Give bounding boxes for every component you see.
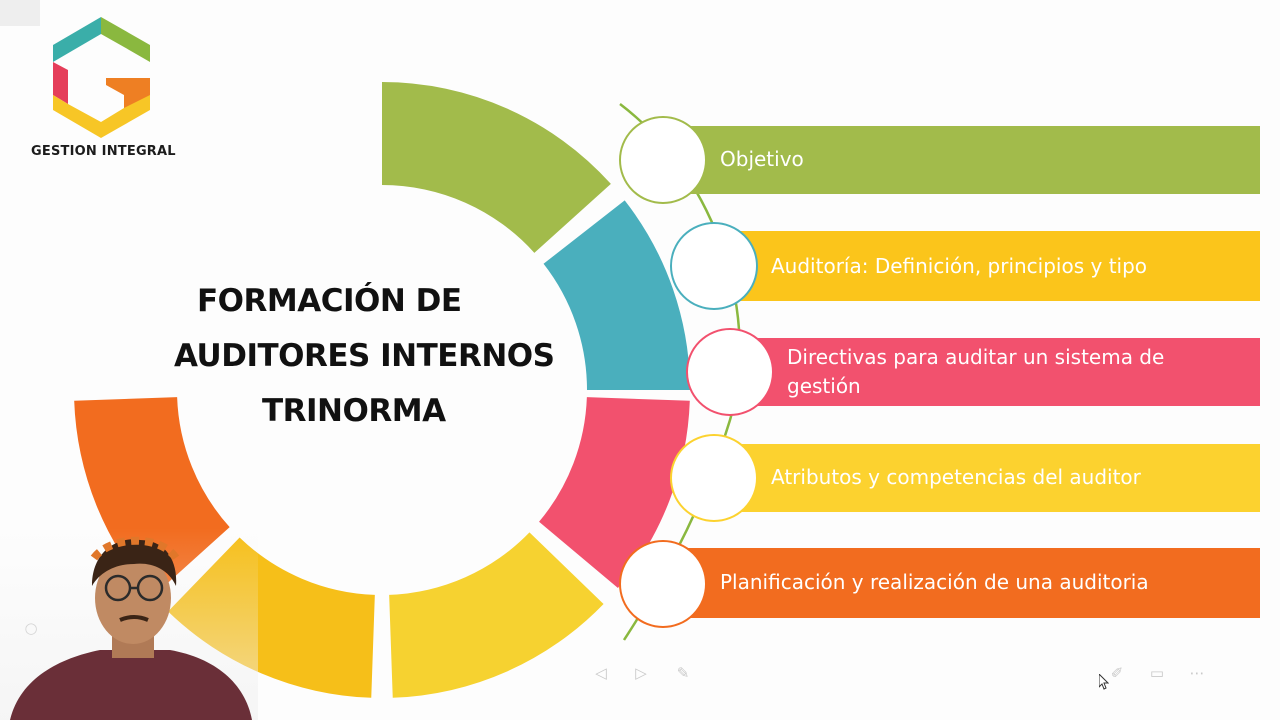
gestion-integral-logo-icon — [53, 17, 150, 138]
ring-segment-teal — [543, 200, 690, 390]
pen-tool-icon[interactable]: ✐ — [1110, 664, 1124, 682]
display-settings-icon[interactable]: ▭ — [1149, 664, 1165, 682]
logo-piece-teal — [53, 17, 101, 62]
logo-piece-orange — [106, 78, 150, 108]
more-options-icon[interactable]: ⋯ — [1189, 664, 1205, 682]
pen-icon[interactable]: ✎ — [676, 664, 690, 682]
logo-piece-green — [101, 17, 150, 62]
mouse-cursor-icon — [1099, 674, 1109, 690]
agenda-bar-atributos — [740, 444, 1260, 512]
agenda-item-directivas-line-1: Directivas para auditar un sistema de — [787, 345, 1165, 369]
title-line-1: FORMACIÓN DE — [197, 283, 462, 319]
logo-piece-yellow — [53, 95, 101, 138]
agenda-bar-objetivo — [688, 126, 1260, 194]
presenter-avatar — [10, 536, 252, 720]
prev-slide-icon[interactable]: ◁ — [595, 664, 607, 682]
agenda-bar-auditoria — [740, 231, 1260, 301]
agenda-circle-directivas — [686, 328, 774, 416]
agenda-item-objetivo: Objetivo — [720, 147, 804, 171]
ring-segment-pink — [539, 397, 690, 588]
agenda-circle-planificacion — [619, 540, 707, 628]
title-line-3: TRINORMA — [262, 393, 446, 429]
agenda-bar-planificacion — [688, 548, 1260, 618]
agenda-item-auditoria: Auditoría: Definición, principios y tipo — [771, 254, 1148, 278]
webcam-overlay — [0, 528, 258, 720]
ring-segment-green — [382, 82, 611, 253]
agenda-circle-objetivo — [619, 116, 707, 204]
logo-piece-red — [53, 62, 68, 104]
ring-segment-yellow — [389, 532, 604, 698]
agenda-item-atributos: Atributos y competencias del auditor — [771, 465, 1141, 489]
agenda-item-directivas-line-2: gestión — [787, 374, 861, 398]
title-line-2: AUDITORES INTERNOS — [174, 338, 555, 374]
agenda-circle-atributos — [670, 434, 758, 522]
agenda-item-directivas: Directivas para auditar un sistema de ge… — [787, 343, 1164, 401]
window-corner-tab[interactable] — [0, 0, 40, 26]
agenda-bar-directivas — [756, 338, 1260, 406]
logo-text: GESTION INTEGRAL — [31, 144, 176, 159]
agenda-circle-auditoria — [670, 222, 758, 310]
next-slide-icon[interactable]: ▷ — [635, 664, 647, 682]
agenda-item-planificacion: Planificación y realización de una audit… — [720, 570, 1149, 594]
agenda-list — [619, 116, 1260, 628]
